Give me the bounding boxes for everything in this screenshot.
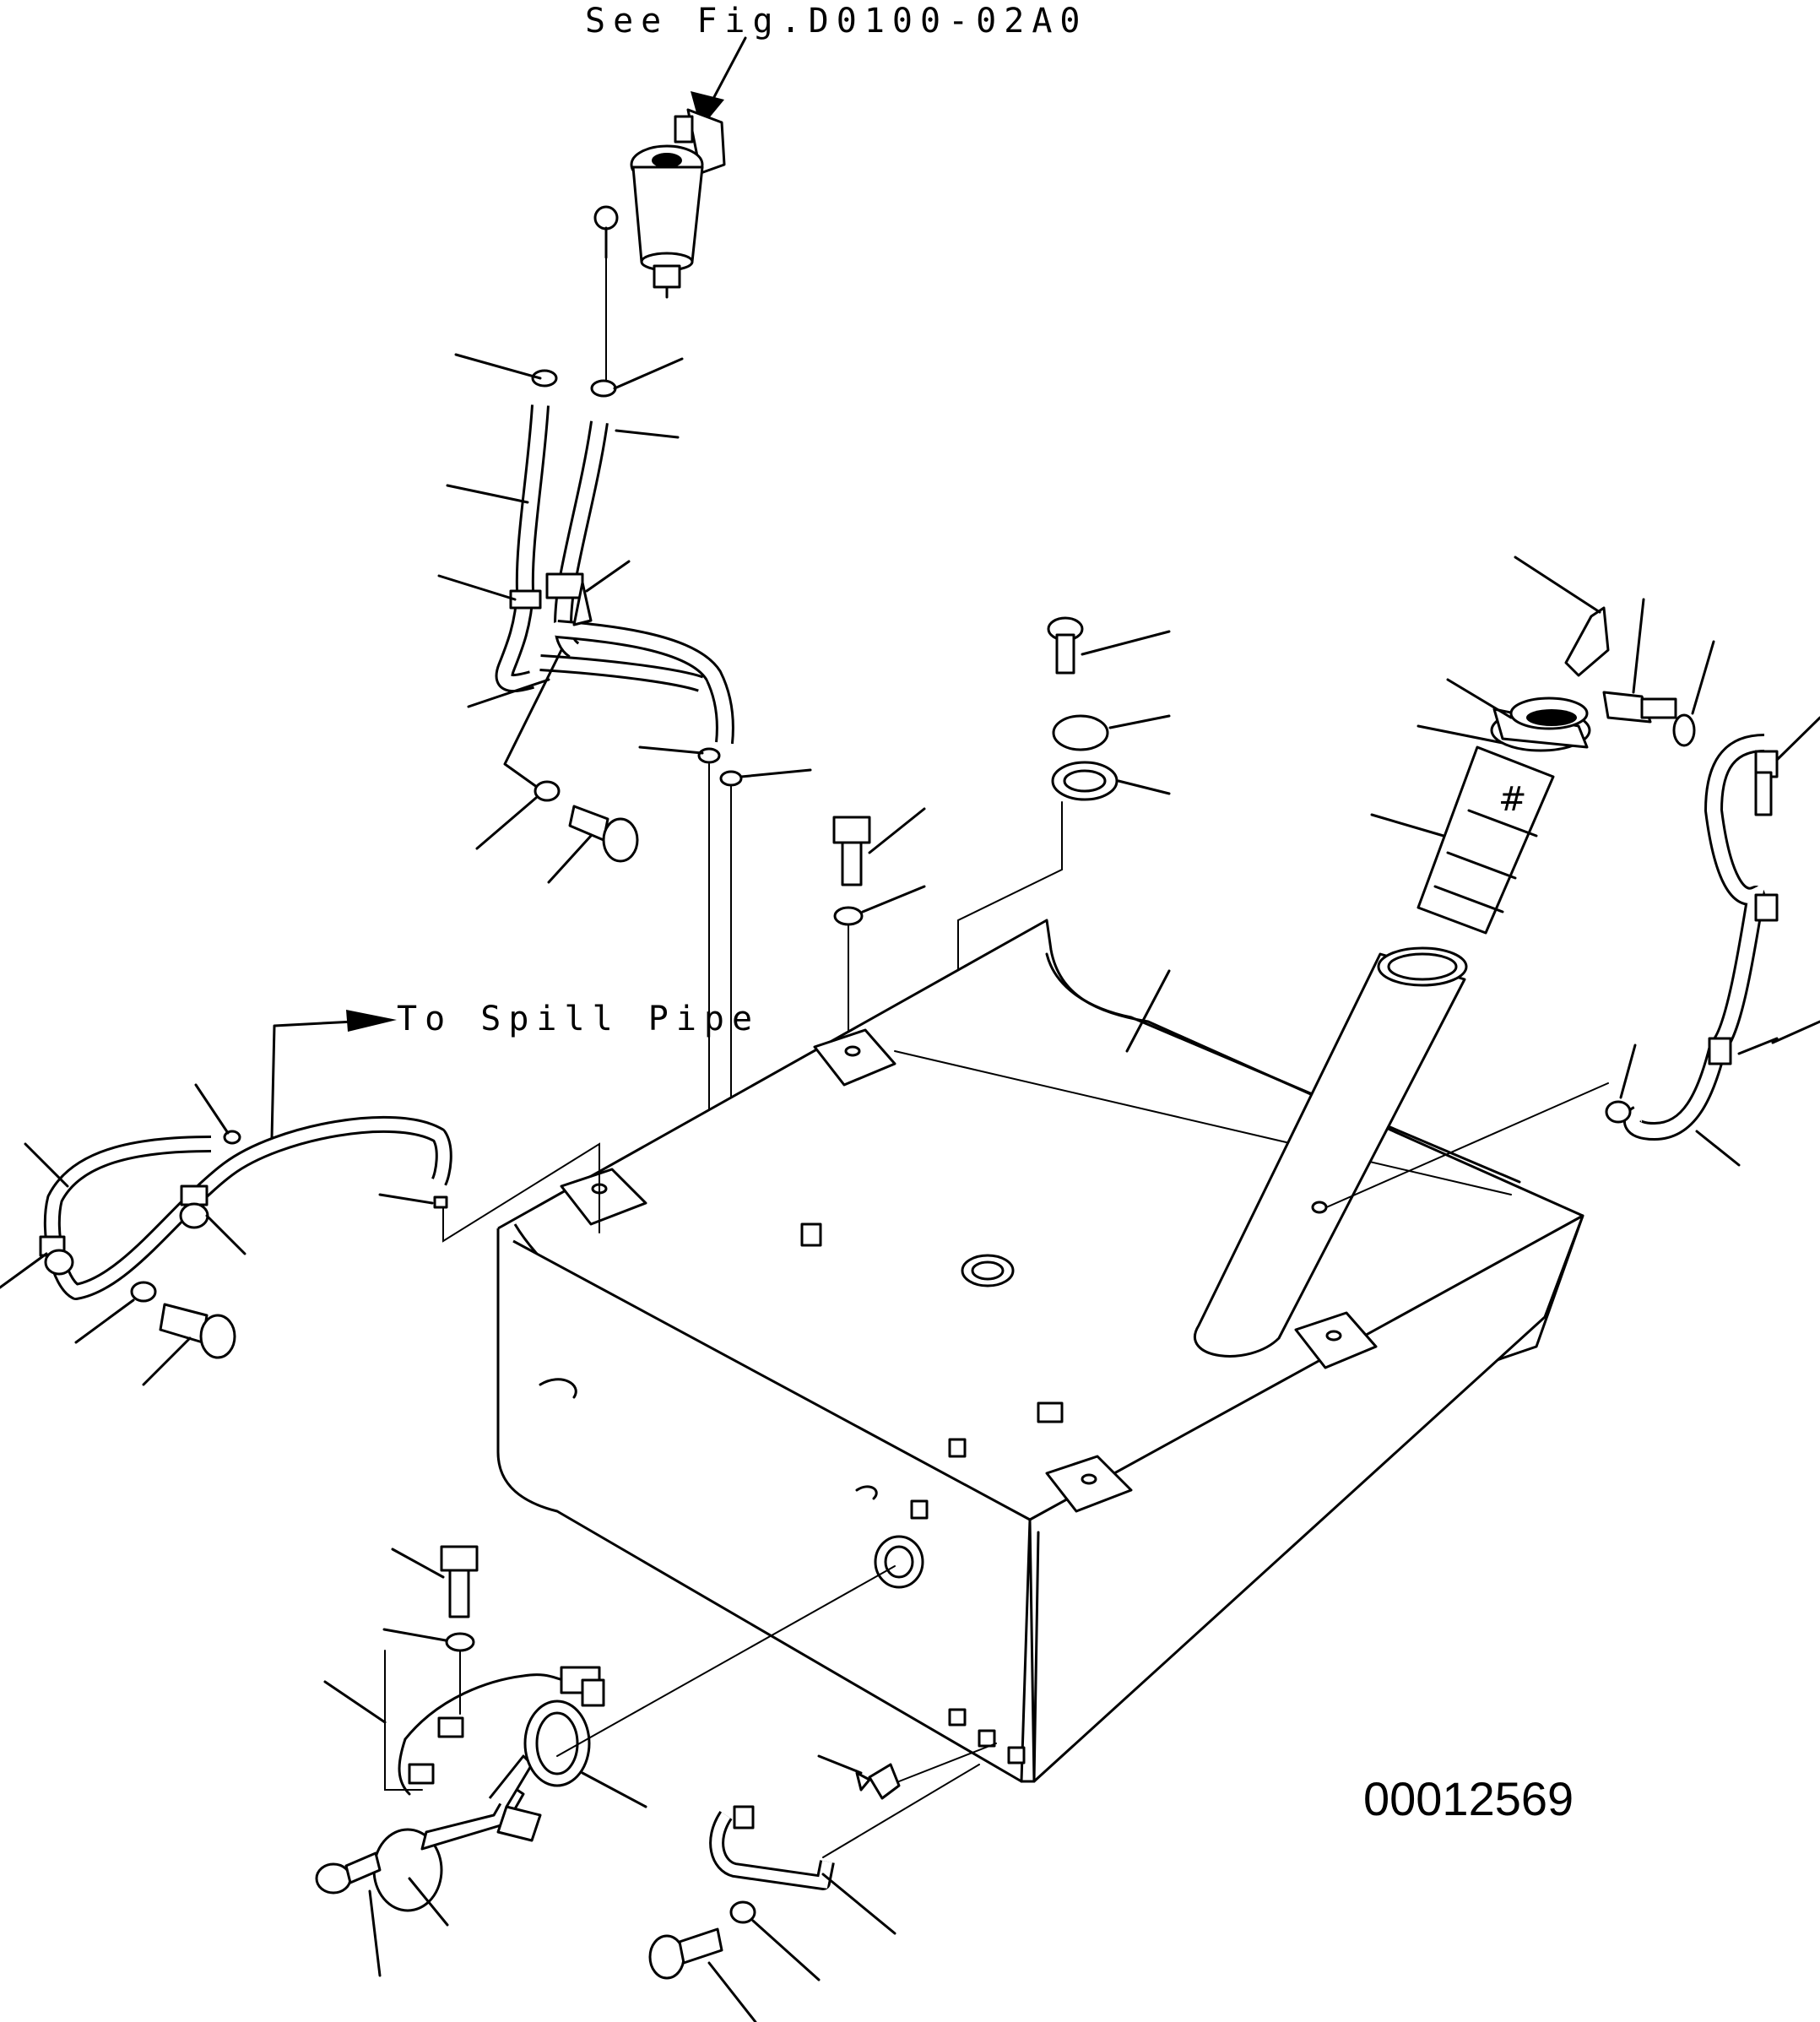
- bolt-1: [547, 805, 639, 884]
- wing-bolt: [817, 1743, 997, 1800]
- gauge-gasket: [523, 1565, 896, 1808]
- filler-cap: [1416, 678, 1591, 752]
- hose-leaders: [437, 429, 680, 791]
- washer-1: [475, 780, 561, 850]
- hose-clamp-2: [590, 357, 684, 398]
- reference-label: See Fig.D0100-02A0: [585, 2, 1087, 41]
- breather-hose: [1623, 716, 1820, 1167]
- drawing-number: 00012569: [1363, 1772, 1574, 1825]
- bolt-4: [391, 1545, 479, 1618]
- gauge-sender: [323, 1650, 605, 1912]
- spill-hose: [0, 1083, 452, 1300]
- washer-5: [729, 1900, 821, 1981]
- sender-leader: [408, 1877, 449, 1927]
- spill-pipe-arrow: [270, 1010, 397, 1140]
- cap-bracket: [1514, 556, 1715, 747]
- washer-4: [382, 1628, 475, 1715]
- fuel-tank: [496, 919, 1584, 1783]
- fuel-filter: [593, 108, 726, 381]
- strainer: #: [1370, 745, 1555, 935]
- clip-right: [1311, 1044, 1637, 1214]
- bolt-5: [315, 1851, 382, 1977]
- washer-3: [74, 1281, 157, 1344]
- bolt-2: [832, 807, 926, 886]
- fuel-hose-assembly: [495, 398, 734, 750]
- spill-pipe-label: To Spill Pipe: [397, 1000, 760, 1038]
- cover-plate: [1052, 714, 1171, 751]
- cover-bolt: [1047, 616, 1171, 675]
- bolt-3: [142, 1303, 236, 1386]
- strainer-mark: #: [1498, 780, 1527, 819]
- hose-clamp-1: [454, 353, 558, 388]
- filler-pipe: [1194, 946, 1468, 1358]
- hose-bracket: [709, 1764, 980, 1935]
- spill-clip: [378, 1142, 600, 1243]
- washer-2: [833, 885, 926, 1052]
- bolt-6: [648, 1927, 757, 2022]
